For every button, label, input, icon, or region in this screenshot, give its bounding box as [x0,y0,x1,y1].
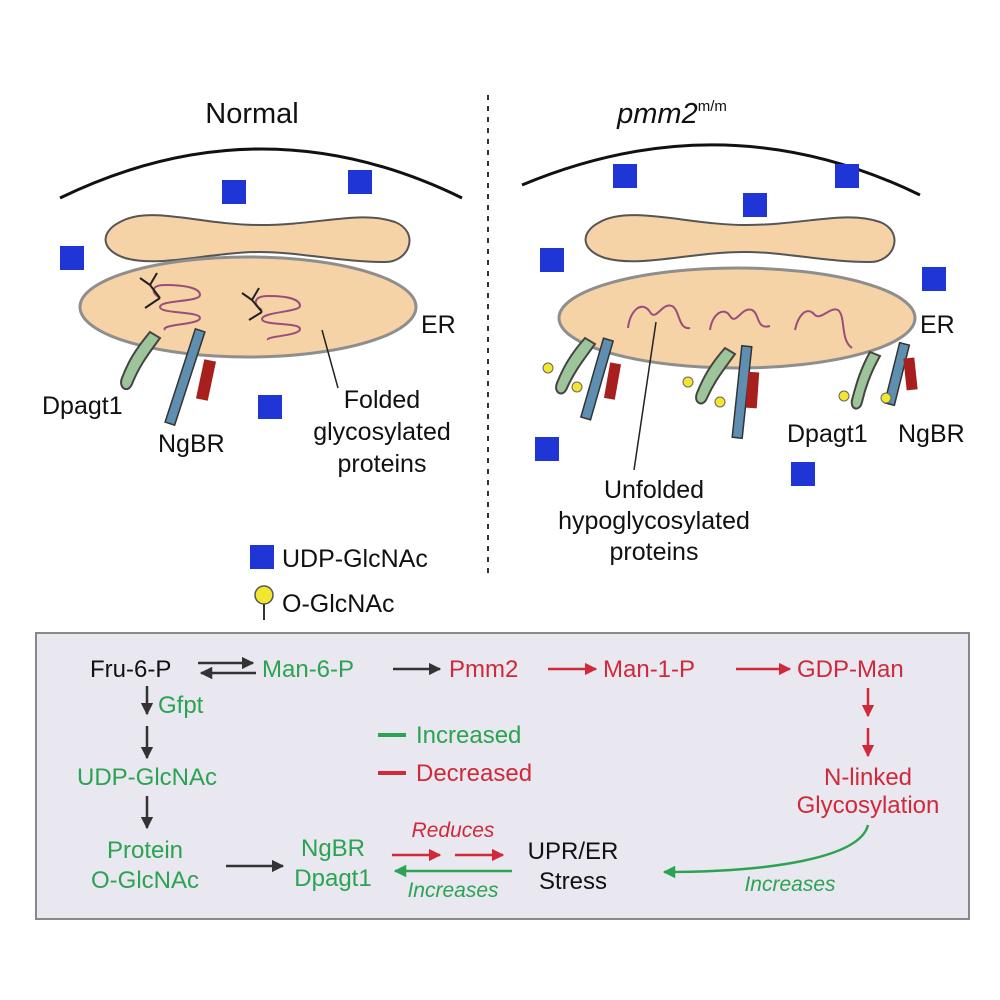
pathway: Fru-6-P Man-6-P Pmm2 Man-1-P GDP-Man Gfp… [77,656,939,902]
cell-membrane-arc [521,143,921,197]
normal-ngbr-label: NgBR [158,430,225,458]
increases-right-label: Increases [744,873,836,896]
udp-glcnac-square [613,164,637,188]
unfolded-leader [633,321,657,471]
gfpt-label: Gfpt [158,692,204,719]
folded-label-1: Folded [344,386,420,414]
mutant-ngbr-label: NgBR [898,420,965,448]
udp-glcnac-square [258,395,282,419]
gdpman-node: GDP-Man [797,656,904,683]
dpagt1-protein [120,330,162,391]
mutant-title-main: pmm2 [616,98,698,130]
top-legend: UDP-GlcNAc O-GlcNAc [250,545,428,620]
o-glcnac-legend-label: O-GlcNAc [282,590,395,618]
udp-glcnac-square [535,437,559,461]
udp-glcnac-node: UDP-GlcNAc [77,764,217,791]
o-glcnac-legend-icon [254,585,274,620]
o-glcnac-dot [880,392,892,404]
o-glcnac-dot [542,362,554,374]
mutant-er-label: ER [920,311,955,339]
ngbr-partner [195,359,217,401]
membrane-protein-pair [542,336,622,421]
golgi-stack [104,214,411,264]
udp-glcnac-square [791,462,815,486]
normal-title: Normal [205,98,298,130]
membrane-protein-pair [838,341,918,410]
man1p-node: Man-1-P [603,656,695,683]
udp-glcnac-square [540,248,564,272]
protein-oglcnac-node-2: O-GlcNAc [91,867,199,894]
ngbr-protein [164,327,206,427]
legend-increased-label: Increased [416,722,521,749]
er-ellipse [78,255,418,359]
udp-glcnac-square [743,193,767,217]
mutant-dpagt1-label: Dpagt1 [787,420,868,448]
cell-membrane-arc [59,147,463,200]
glycan-tree [139,272,263,321]
o-glcnac-dot [838,390,850,402]
udp-glcnac-legend-square [250,545,274,569]
normal-er-label: ER [421,311,456,339]
nlinked-node-2: Glycosylation [797,792,940,819]
unfolded-label-2: hypoglycosylated [558,507,750,535]
mutant-panel: pmm2m/m [521,98,965,566]
folded-label-2: glycosylated [313,418,451,446]
nlinked-node-1: N-linked [824,764,912,791]
nlinked-upr-arrow [662,824,870,879]
membrane-protein-pair [682,344,760,440]
ngbr-dpagt1-node-2: Dpagt1 [294,865,371,892]
protein-oglcnac-node-1: Protein [107,837,183,864]
pmm2-node: Pmm2 [449,656,518,683]
mutant-title: pmm2m/m [616,98,727,130]
mutant-title-sup: m/m [698,98,727,115]
normal-dpagt1-label: Dpagt1 [42,392,123,420]
fru6p-node: Fru-6-P [90,656,171,683]
legend-decreased-label: Decreased [416,760,532,787]
increases-left-label: Increases [407,879,499,902]
unfolded-label-1: Unfolded [604,476,704,504]
folded-protein [152,283,302,341]
udp-glcnac-square [60,246,84,270]
man6p-node: Man-6-P [262,656,354,683]
udp-glcnac-legend-label: UDP-GlcNAc [282,545,428,573]
ngbr-dpagt1-node-1: NgBR [301,835,365,862]
o-glcnac-dot [714,396,726,408]
folded-leader [321,329,339,389]
udp-glcnac-square [922,267,946,291]
golgi-stack [584,214,896,264]
o-glcnac-dot [571,381,583,393]
udp-glcnac-square [222,180,246,204]
upr-node-2: Stress [539,868,607,895]
reduces-label: Reduces [412,819,495,842]
upr-node-1: UPR/ER [528,838,619,865]
o-glcnac-dot [682,376,694,388]
folded-label-3: proteins [338,450,427,478]
unfolded-label-3: proteins [610,538,699,566]
normal-panel: Normal ER Dpagt1 NgBR Folded glycosylate… [42,98,463,478]
udp-glcnac-square [348,170,372,194]
unfolded-protein [627,304,853,349]
udp-glcnac-square [835,164,859,188]
